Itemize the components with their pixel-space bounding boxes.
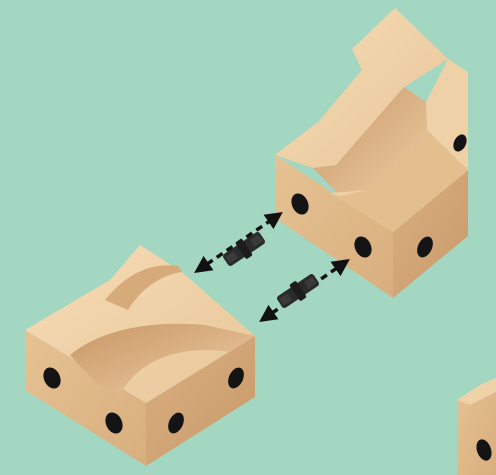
assembly-illustration [0, 0, 496, 475]
illustration-canvas [0, 0, 496, 475]
